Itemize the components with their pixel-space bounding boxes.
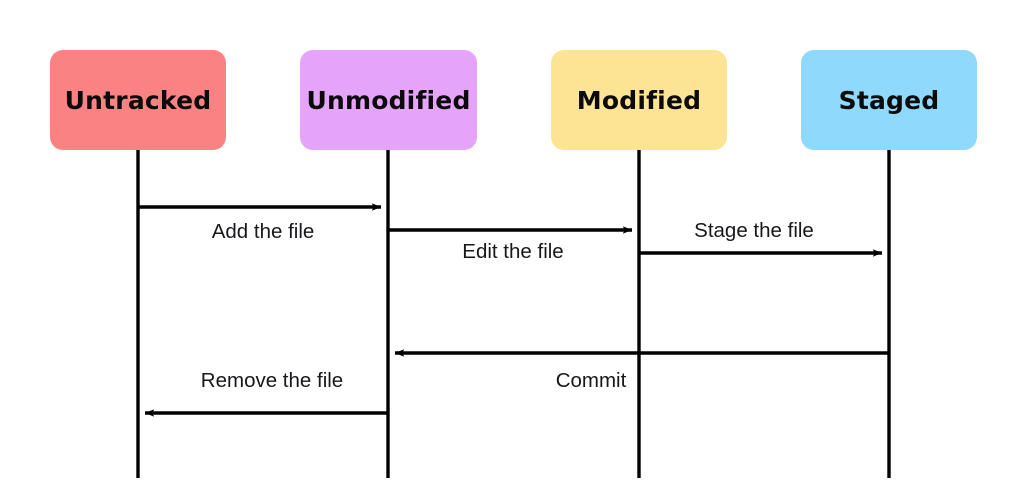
participant-label-staged: Staged <box>838 85 940 115</box>
message-label-edit-the-file: Edit the file <box>462 239 564 263</box>
message-label-remove-the-file: Remove the file <box>200 368 344 392</box>
participant-label-modified: Modified <box>576 85 702 115</box>
participant-box-untracked[interactable]: Untracked <box>50 50 226 150</box>
message-arrows-group <box>138 203 889 417</box>
participant-box-modified[interactable]: Modified <box>551 50 727 150</box>
participant-label-untracked: Untracked <box>64 85 212 115</box>
lifelines-group <box>136 150 891 478</box>
participant-label-unmodified: Unmodified <box>306 85 471 115</box>
message-label-commit: Commit <box>555 368 627 392</box>
participant-box-unmodified[interactable]: Unmodified <box>300 50 477 150</box>
message-label-stage-the-file: Stage the file <box>694 218 814 242</box>
message-label-add-the-file: Add the file <box>211 219 315 243</box>
participant-box-staged[interactable]: Staged <box>801 50 977 150</box>
